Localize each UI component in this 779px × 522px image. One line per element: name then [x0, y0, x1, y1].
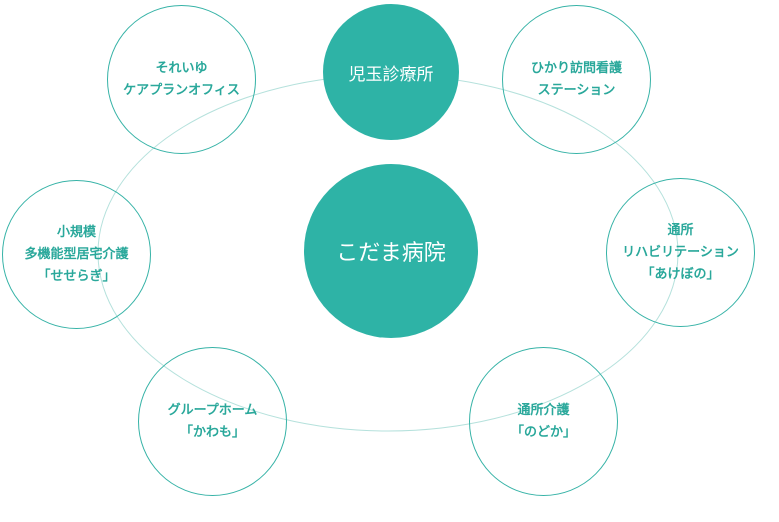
node-line: 「かわも」	[179, 424, 245, 440]
node-line: 小規模	[56, 224, 96, 240]
care-plan-office-node[interactable]: それいゆ ケアプランオフィス	[107, 5, 256, 154]
node-line: 「せせらぎ」	[37, 268, 116, 284]
node-line: 通所	[667, 222, 694, 238]
node-line: グループホーム	[167, 402, 258, 418]
clinic-node[interactable]: 児玉診療所	[323, 4, 459, 140]
node-line: 通所介護	[517, 402, 570, 418]
hospital-label: こだま病院	[336, 241, 446, 266]
node-line: ステーション	[537, 82, 616, 98]
node-line: リハビリテーション	[622, 244, 739, 260]
visiting-nursing-node[interactable]: ひかり訪問看護 ステーション	[502, 5, 651, 154]
node-line: 「のどか」	[510, 424, 576, 440]
node-line: ひかり訪問看護	[530, 60, 622, 76]
hospital-node[interactable]: こだま病院	[304, 164, 478, 338]
node-line: 多機能型居宅介護	[24, 246, 129, 262]
group-home-node[interactable]: グループホーム 「かわも」	[138, 347, 287, 496]
node-line: 「あけぼの」	[641, 266, 720, 282]
node-line: ケアプランオフィス	[123, 82, 240, 98]
small-scale-care-node[interactable]: 小規模 多機能型居宅介護 「せせらぎ」	[2, 180, 151, 329]
day-care-node[interactable]: 通所介護 「のどか」	[469, 347, 618, 496]
node-line: それいゆ	[155, 60, 208, 76]
clinic-label: 児玉診療所	[348, 64, 434, 85]
rehab-node[interactable]: 通所 リハビリテーション 「あけぼの」	[606, 178, 755, 327]
